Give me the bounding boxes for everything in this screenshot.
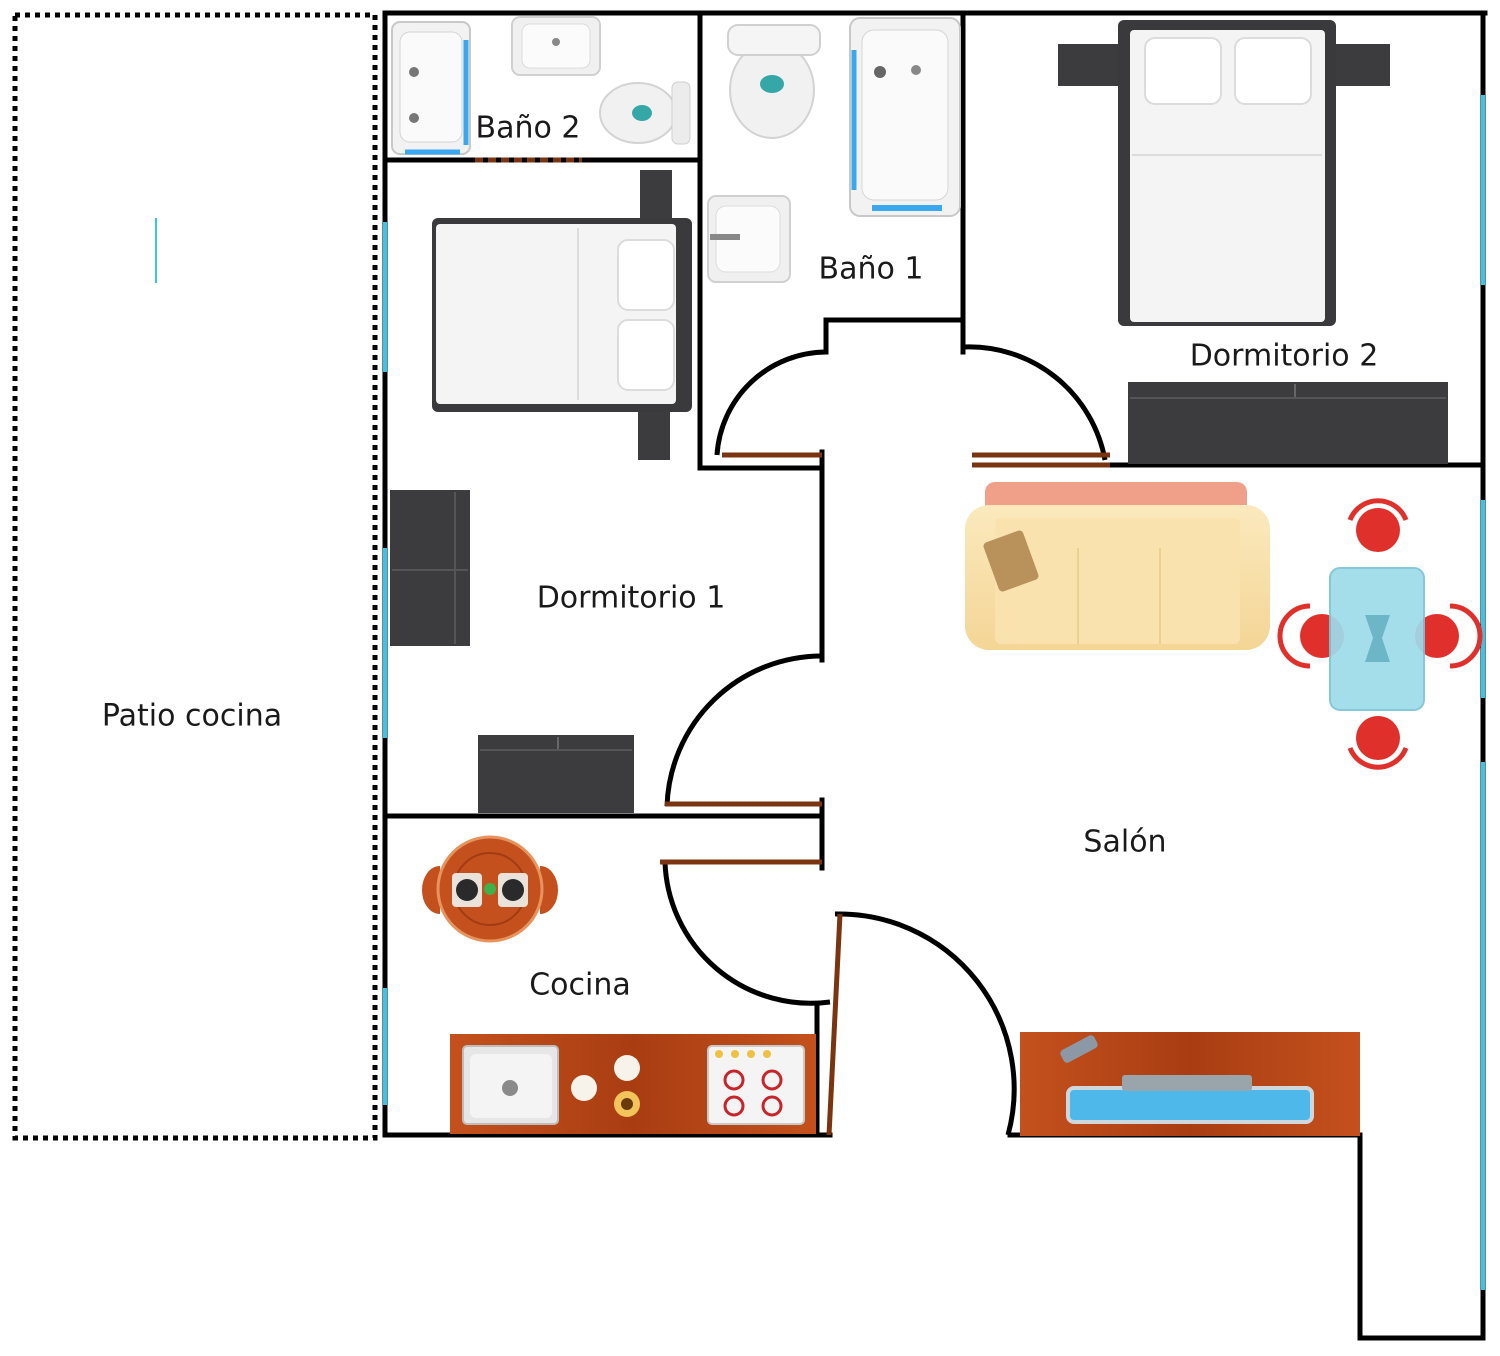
- plate-icon: [614, 1055, 640, 1081]
- dormitorio1-furniture: [390, 170, 692, 813]
- cocina-furniture: [422, 835, 816, 1134]
- tv-icon: [1066, 1086, 1314, 1124]
- door-leaves: [475, 157, 1110, 1136]
- wardrobe-icon: [390, 490, 470, 646]
- cushion-icon: [983, 530, 1039, 592]
- plate-icon: [571, 1075, 597, 1101]
- windows: [383, 95, 1485, 1290]
- dining-table-icon: [1277, 498, 1483, 770]
- stove-icon: [707, 1045, 805, 1125]
- round-table-icon: [422, 835, 558, 943]
- room-label-patio: Patio cocina: [101, 698, 283, 734]
- bano2-fixtures: [391, 16, 691, 155]
- desk-icon: [478, 735, 634, 813]
- bano1-fixtures: [707, 17, 961, 283]
- room-label-dormitorio1: Dormitorio 1: [536, 580, 726, 616]
- room-label-salon: Salón: [1083, 824, 1167, 860]
- salon-furniture: [965, 482, 1483, 1136]
- remote-icon: [1060, 1035, 1098, 1063]
- patio-outline: [12, 12, 378, 1141]
- dresser-icon: [1128, 382, 1448, 464]
- door-swings: [662, 344, 1108, 1136]
- dormitorio2-furniture: [1058, 20, 1448, 464]
- room-label-dormitorio2: Dormitorio 2: [1189, 338, 1379, 374]
- room-label-bano1: Baño 1: [818, 251, 924, 287]
- room-label-cocina: Cocina: [529, 967, 631, 1003]
- room-label-bano2: Baño 2: [475, 110, 581, 146]
